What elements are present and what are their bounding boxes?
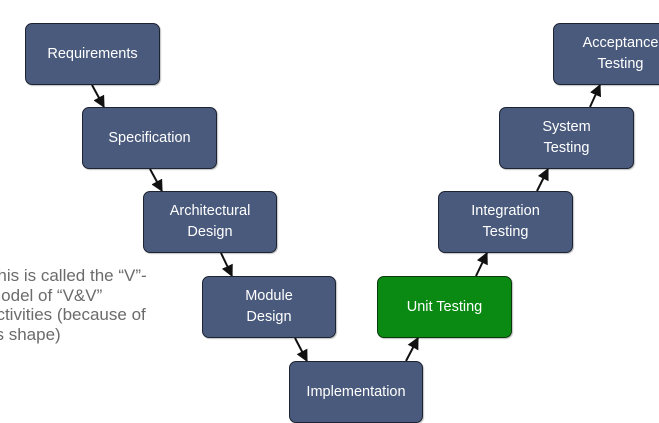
node-integration-testing: Integration Testing — [438, 191, 573, 253]
arrow-requirements-to-specification — [91, 84, 105, 109]
caption-text: This is called the “V”- model of “V&V” a… — [0, 266, 147, 344]
node-implementation: Implementation — [289, 361, 423, 423]
arrow-module-design-to-implementation — [294, 337, 308, 363]
node-acceptance-testing: Acceptance Testing — [553, 23, 659, 85]
node-unit-testing: Unit Testing — [377, 276, 512, 338]
arrow-unit-testing-to-integration-testing — [475, 251, 488, 277]
node-architectural-design: Architectural Design — [143, 191, 277, 253]
node-module-design: Module Design — [202, 276, 336, 338]
arrow-implementation-to-unit-testing — [405, 336, 419, 362]
arrow-architectural-design-to-module-design — [220, 252, 233, 278]
arrow-specification-to-architectural-design — [149, 168, 163, 193]
node-specification: Specification — [82, 107, 217, 169]
node-system-testing: System Testing — [499, 107, 634, 169]
node-requirements: Requirements — [25, 23, 160, 85]
arrow-system-testing-to-acceptance-testing — [589, 83, 601, 108]
arrow-integration-testing-to-system-testing — [536, 167, 549, 192]
